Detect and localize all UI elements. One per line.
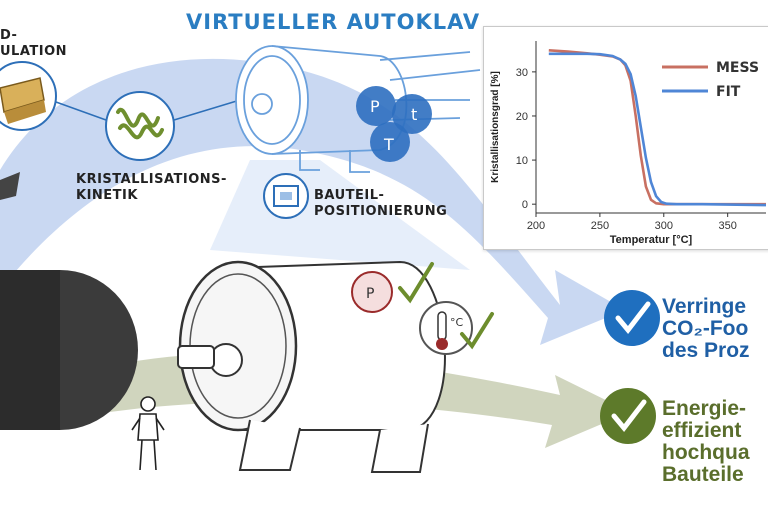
pressure-gauge-icon: P (351, 271, 393, 313)
gauge-symbol: P (366, 286, 374, 302)
positioning-label-line2: POSITIONIERUNG (314, 204, 448, 219)
white-autoclave (177, 260, 446, 473)
outcome-energy: Energie- effizient hochqua Bauteile (662, 398, 750, 486)
page-title: VIRTUELLER AUTOKLAV (186, 10, 481, 34)
person-figure (131, 396, 165, 471)
checkmark-icon (398, 262, 434, 304)
legend-label-fit: FIT (716, 84, 741, 100)
checkmark-icon (460, 312, 494, 350)
series-line-fit (548, 52, 767, 207)
x-tick-label: 250 (591, 220, 609, 232)
real-autoclave (0, 172, 138, 430)
part-positioning-icon (263, 173, 309, 219)
simulation-label-line2: ULATION (0, 44, 68, 59)
y-tick-label: 10 (516, 155, 528, 167)
kinetics-label: KRISTALLISATIONS- KINETIK (76, 172, 227, 204)
outcome-co2: Verringe CO₂-Foo des Proz (662, 296, 750, 362)
outcome-energy-line4: Bauteile (662, 463, 744, 486)
thermo-symbol: °C (450, 316, 464, 329)
venn-letter-p: P (370, 97, 380, 116)
connector-line (173, 99, 241, 121)
crystallization-kinetics-icon (105, 91, 175, 161)
outcome-co2-line2: CO₂-Foo (662, 317, 749, 340)
outcome-check-blue (604, 290, 660, 346)
venn-letter-t: t (411, 105, 417, 124)
kinetics-label-line2: KINETIK (76, 188, 138, 203)
outcome-energy-line1: Energie- (662, 397, 747, 420)
ptT-venn-icon: P t T (356, 86, 432, 162)
positioning-label-line1: BAUTEIL- (314, 188, 385, 203)
x-tick-label: 350 (718, 220, 736, 232)
outcome-check-green (600, 388, 656, 444)
y-axis-title: Kristallisationsgrad [%] (490, 71, 501, 183)
x-tick-label: 200 (527, 220, 545, 232)
simulation-label-line1: D- (0, 28, 18, 43)
outcome-energy-line2: effizient (662, 419, 742, 442)
simulation-label: D- ULATION (0, 28, 67, 60)
kinetics-label-line1: KRISTALLISATIONS- (76, 172, 227, 187)
connector-line (55, 101, 107, 121)
legend-label-mess: MESS (716, 60, 759, 76)
x-tick-label: 300 (655, 220, 673, 232)
thermometer-icon: °C (419, 301, 473, 355)
simulation-icon (0, 61, 57, 131)
y-tick-label: 30 (516, 67, 528, 79)
venn-letter-T: T (383, 135, 394, 154)
y-tick-label: 0 (522, 199, 528, 211)
outcome-energy-line3: hochqua (662, 441, 750, 464)
outcome-co2-line3: des Proz (662, 339, 750, 362)
positioning-label: BAUTEIL- POSITIONIERUNG (314, 188, 447, 220)
y-tick-label: 20 (516, 111, 528, 123)
x-axis-title: Temperatur [°C] (610, 234, 693, 246)
outcome-co2-line1: Verringe (662, 295, 747, 318)
